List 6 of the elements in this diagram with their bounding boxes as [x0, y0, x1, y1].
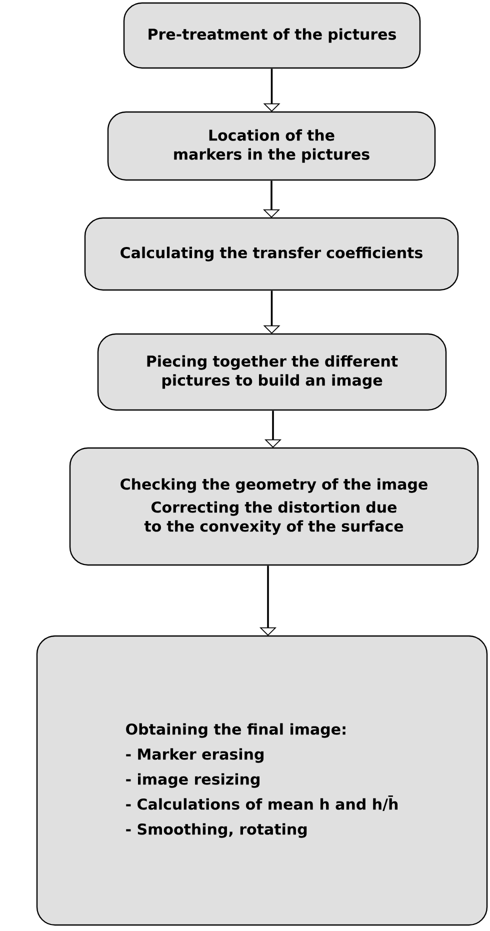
process-box: Piecing together the different pictures to build an image [97, 333, 447, 411]
process-box: Location of the markers in the pictures [107, 111, 436, 181]
process-box: Pre-treatment of the pictures [123, 2, 421, 69]
process-box: Calculating the transfer coefficients [84, 217, 459, 291]
process-box: Checking the geometry of the image Correcting the distortion due to the convexity of the surface [69, 447, 479, 566]
process-box: Obtaining the final image: - Marker erasing - image resizing - Calculations of mean h and h/h̄ - Smoothing, rotating [36, 635, 488, 926]
